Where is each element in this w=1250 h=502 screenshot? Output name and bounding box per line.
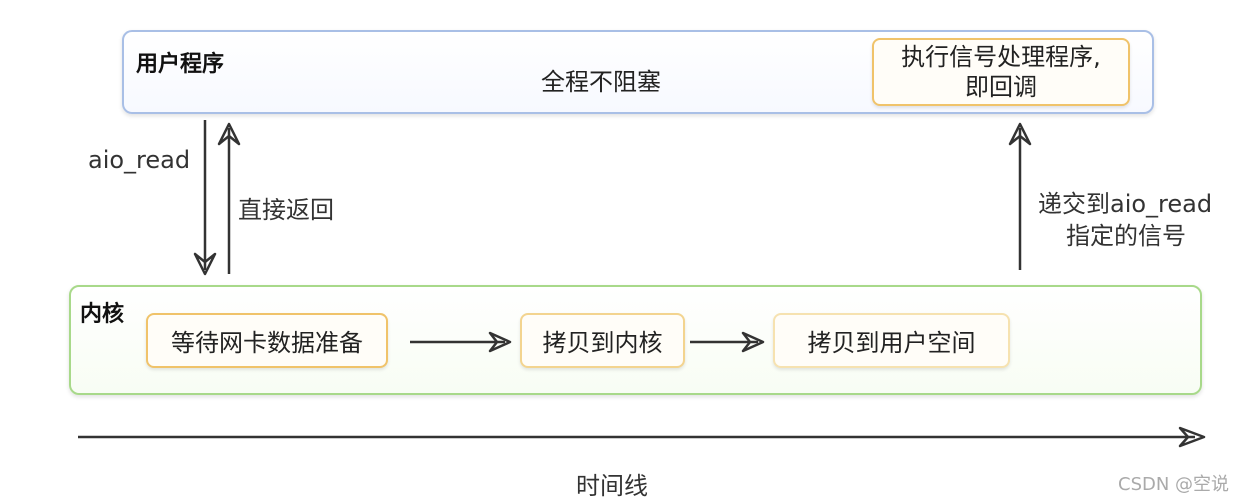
direct-return-arrow xyxy=(217,122,241,274)
step-arrow-2 xyxy=(690,331,765,353)
step-copy-to-kernel: 拷贝到内核 xyxy=(520,313,685,368)
timeline-label: 时间线 xyxy=(576,472,648,500)
callback-line-2: 即回调 xyxy=(964,73,1037,101)
step-arrow-1 xyxy=(410,331,512,353)
signal-label-line-2: 指定的信号 xyxy=(1066,222,1186,250)
step-copy-to-user: 拷贝到用户空间 xyxy=(773,313,1010,368)
timeline-arrow xyxy=(78,426,1206,448)
direct-return-label: 直接返回 xyxy=(238,196,334,224)
signal-delivery-arrow xyxy=(1008,122,1032,270)
callback-box: 执行信号处理程序, 即回调 xyxy=(872,38,1130,106)
non-blocking-text: 全程不阻塞 xyxy=(541,68,661,96)
aio-read-label: aio_read xyxy=(88,146,191,174)
user-program-title: 用户程序 xyxy=(136,52,225,77)
signal-label-line-1: 递交到aio_read xyxy=(1038,190,1213,218)
callback-line-1: 执行信号处理程序, xyxy=(901,43,1101,71)
kernel-title: 内核 xyxy=(80,302,125,327)
step-wait-nic-data: 等待网卡数据准备 xyxy=(146,313,388,368)
aio-read-arrow xyxy=(193,120,217,276)
watermark: CSDN @空说 xyxy=(1118,474,1230,495)
